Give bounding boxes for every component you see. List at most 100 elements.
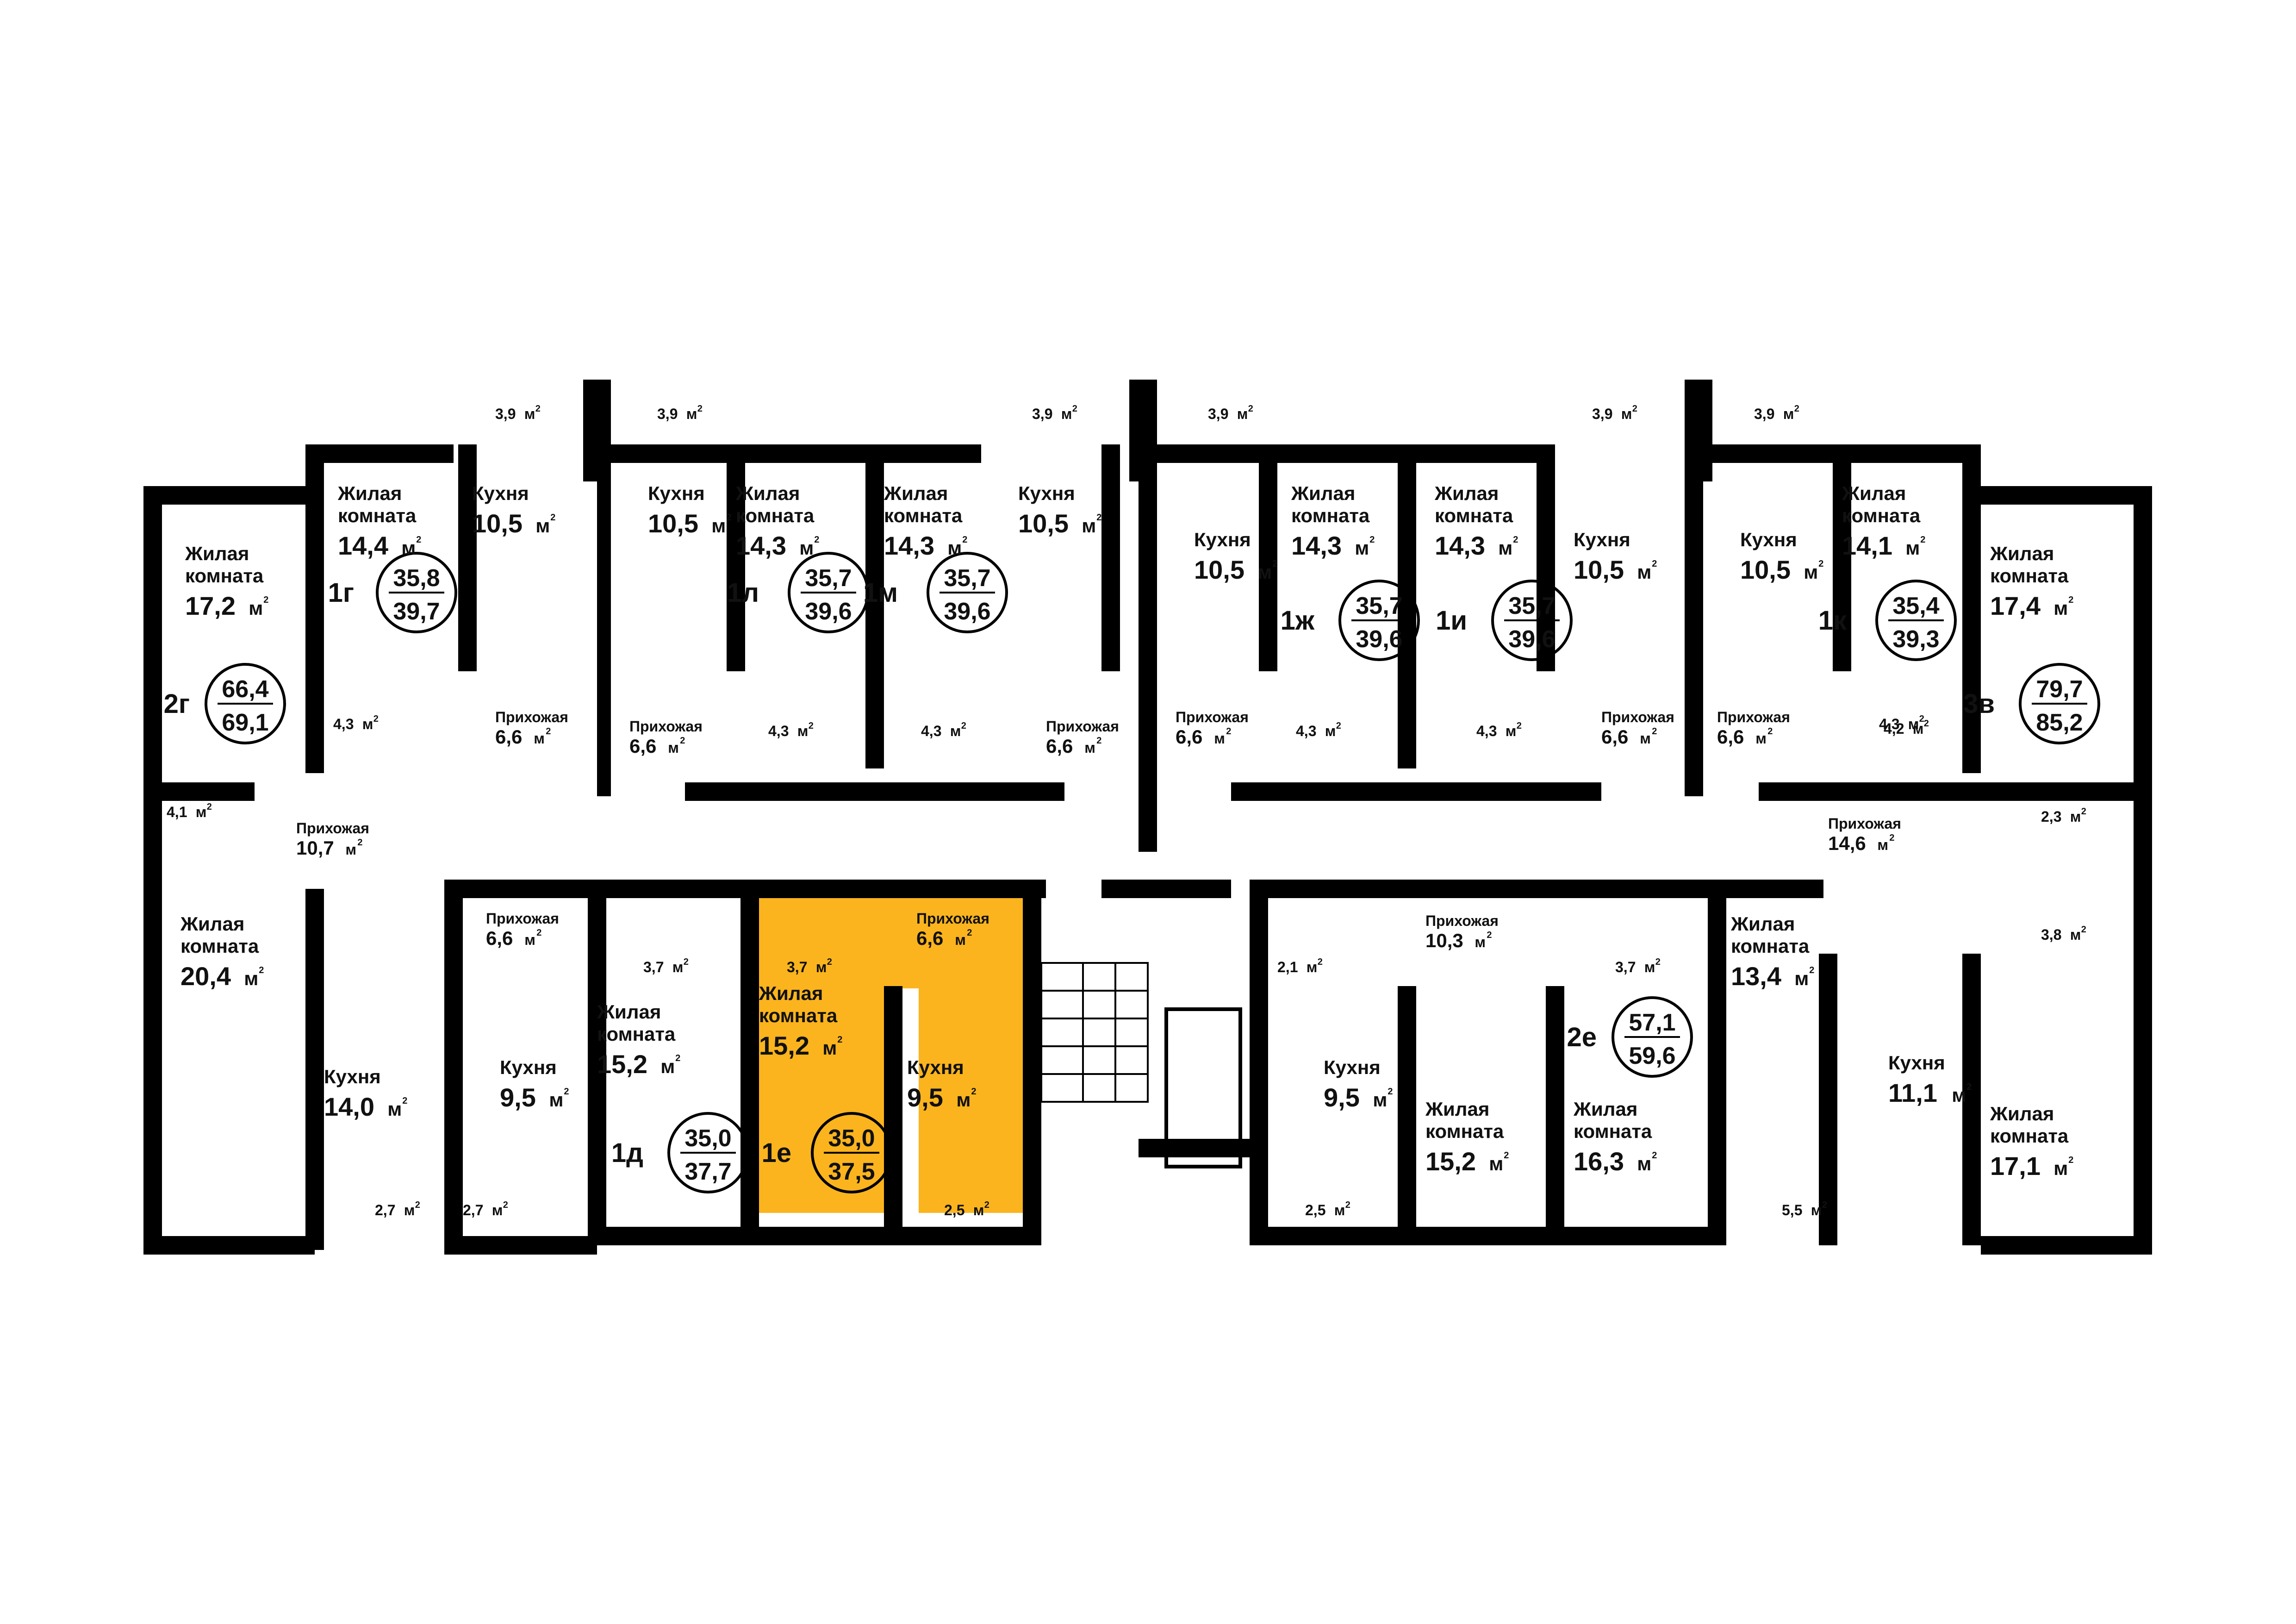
- unit-sup: 2: [1272, 559, 1277, 569]
- area-value: 4,1: [167, 804, 187, 820]
- apartment-total-area: 37,7: [684, 1158, 731, 1185]
- unit-sup: 2: [2068, 1155, 2073, 1165]
- room-name: Кухня: [1324, 1056, 1381, 1078]
- unit-sup: 2: [1919, 714, 1924, 724]
- unit-sup: 2: [1513, 535, 1518, 545]
- unit-label: м: [816, 959, 827, 975]
- room-name: Кухня: [1888, 1052, 1945, 1074]
- room-area: 15,2: [1425, 1147, 1476, 1176]
- room-area: 11,1: [1888, 1078, 1937, 1107]
- apartment-marker: 35,739,61м: [863, 552, 1008, 633]
- unit-label: м: [822, 1037, 837, 1059]
- unit-sup: 2: [1336, 721, 1341, 731]
- room-name: комната: [597, 1023, 676, 1045]
- unit-label: м: [2070, 808, 2081, 825]
- unit-sup: 2: [1652, 559, 1657, 569]
- unit-label: м: [1355, 537, 1369, 559]
- unit-label: м: [244, 968, 258, 989]
- unit-sup: 2: [357, 837, 362, 848]
- apartment-total-area: 39,3: [1892, 626, 1939, 653]
- unit-label: м: [1237, 406, 1248, 422]
- area-value: 2,5: [944, 1202, 964, 1218]
- room-area: 9,5: [1324, 1083, 1360, 1112]
- unit-sup: 2: [2081, 806, 2086, 817]
- apartment-area: 35,7: [805, 565, 852, 592]
- room-name: Кухня: [324, 1066, 381, 1087]
- unit-sup: 2: [984, 1200, 989, 1210]
- unit-sup: 2: [402, 1096, 407, 1106]
- apartment-total-area: 37,5: [828, 1158, 875, 1185]
- unit-label: м: [947, 537, 962, 559]
- apartment-area: 35,0: [684, 1125, 731, 1152]
- unit-label: м: [668, 739, 679, 756]
- room-area: 14,6: [1828, 832, 1866, 854]
- apartment-circle: [667, 1112, 749, 1193]
- area-value: 3,7: [643, 959, 664, 975]
- apartment-circle: [811, 1112, 892, 1193]
- apartment-code: 2е: [1567, 1022, 1597, 1052]
- unit-sup: 2: [207, 802, 212, 812]
- apartment-code: 1и: [1436, 606, 1467, 636]
- unit-sup: 2: [1767, 726, 1773, 737]
- unit-sup: 2: [1822, 1200, 1827, 1210]
- room-area: 13,4: [1731, 962, 1781, 991]
- unit-label: м: [956, 1089, 971, 1111]
- unit-sup: 2: [1652, 726, 1657, 737]
- unit-sup: 2: [1920, 535, 1925, 545]
- unit-label: м: [1373, 1089, 1387, 1111]
- unit-label: м: [535, 515, 550, 537]
- unit-label: м: [660, 1056, 675, 1077]
- unit-sup: 2: [1487, 930, 1492, 940]
- unit-label: м: [1475, 934, 1486, 950]
- room-area: 15,2: [597, 1049, 647, 1079]
- apartment-marker: 35,037,51е: [761, 1112, 892, 1193]
- room-name: Кухня: [1018, 482, 1075, 504]
- apartment-total-area: 59,6: [1629, 1043, 1675, 1069]
- unit-sup: 2: [1504, 1150, 1509, 1161]
- unit-sup: 2: [675, 1053, 680, 1063]
- apartment-area: 57,1: [1629, 1009, 1675, 1036]
- room-area: 10,5: [1740, 555, 1791, 584]
- room-name: Прихожая: [1176, 709, 1249, 725]
- room-name: комната: [185, 565, 264, 587]
- room-name: Прихожая: [1425, 912, 1499, 929]
- room-area: 6,6: [1717, 726, 1744, 748]
- unit-label: м: [1804, 561, 1818, 583]
- unit-sup: 2: [1632, 404, 1637, 414]
- unit-sup: 2: [1388, 1087, 1393, 1097]
- room-area: 15,2: [759, 1031, 809, 1060]
- area-value: 4,3: [768, 723, 789, 739]
- apartment-code: 1к: [1818, 606, 1847, 636]
- apartment-area: 35,4: [1892, 593, 1939, 619]
- room-area: 14,0: [324, 1092, 374, 1121]
- unit-label: м: [1755, 730, 1767, 747]
- unit-sup: 2: [263, 595, 268, 605]
- room-area: 14,3: [1291, 531, 1342, 560]
- apartment-circle: [1491, 580, 1573, 661]
- unit-sup: 2: [837, 1035, 842, 1045]
- unit-label: м: [797, 723, 809, 739]
- unit-label: м: [973, 1202, 984, 1218]
- apartment-total-area: 39,6: [1356, 626, 1402, 653]
- unit-label: м: [950, 723, 961, 739]
- apartment-area: 66,4: [222, 676, 268, 703]
- unit-sup: 2: [827, 957, 832, 967]
- area-value: 2,1: [1277, 959, 1298, 975]
